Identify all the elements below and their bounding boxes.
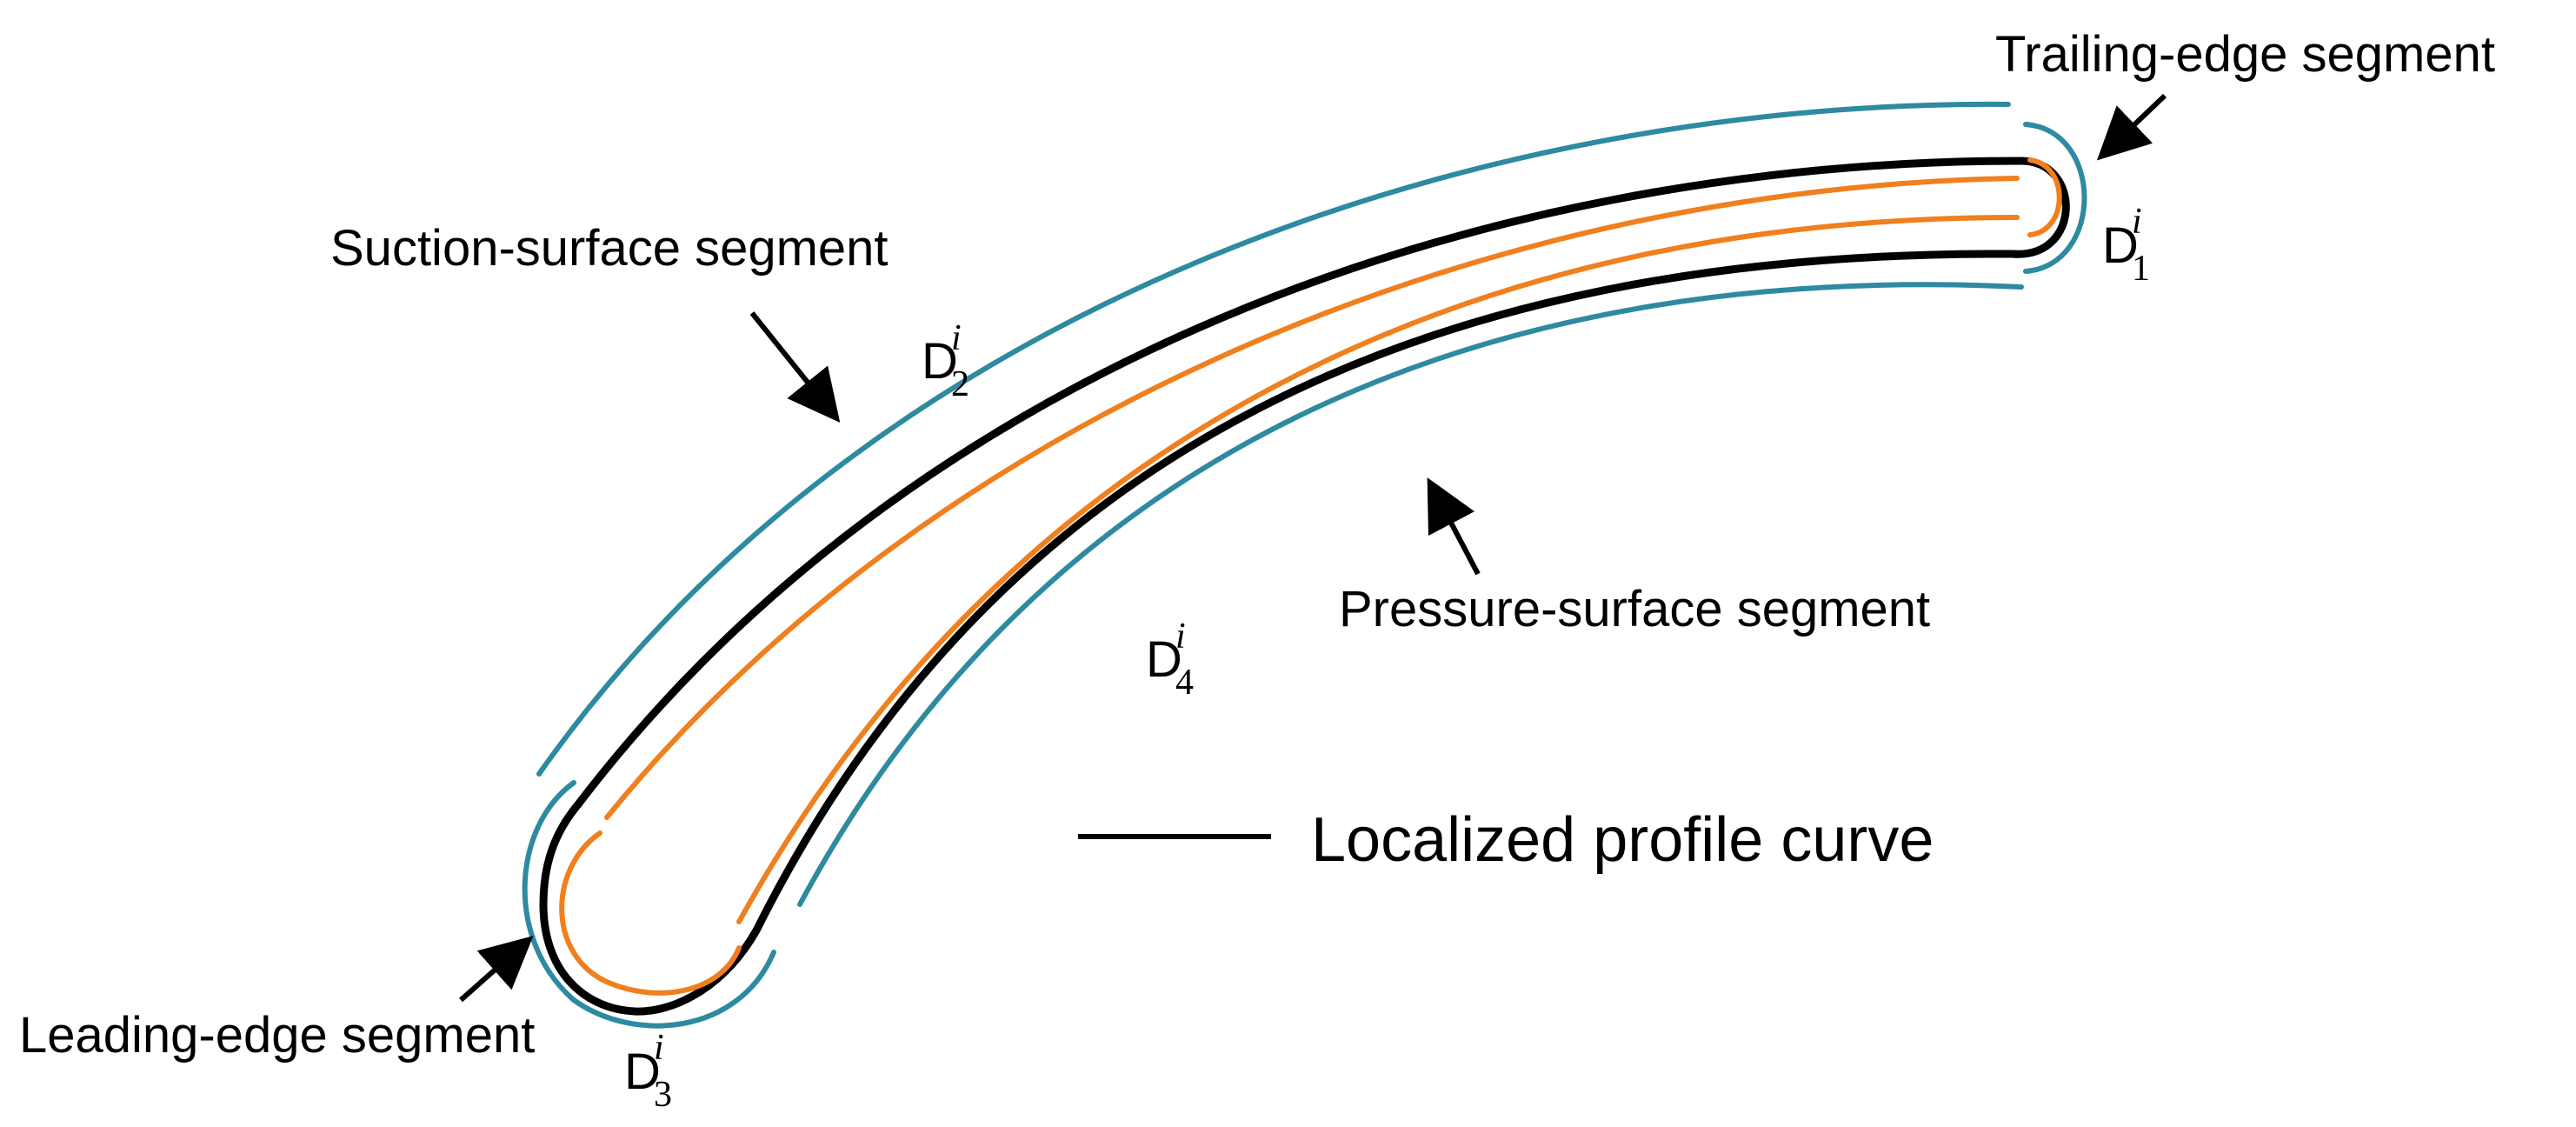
svg-text:i: i: [951, 318, 962, 358]
svg-text:2: 2: [951, 364, 969, 404]
pressure-surface-label: Pressure-surface segment: [1339, 581, 1930, 637]
suction-surface-outer-offset: [536, 101, 2011, 777]
legend-label: Localized profile curve: [1311, 805, 1934, 875]
pressure-surface-inner-offset: [736, 215, 2020, 924]
trailing-edge-label: Trailing-edge segment: [1995, 26, 2495, 83]
trailing-edge-arrow: [2096, 93, 2167, 161]
svg-text:i: i: [1175, 617, 1186, 657]
leading-edge-arrow: [459, 936, 534, 1003]
svg-text:D: D: [624, 1044, 661, 1100]
svg-text:3: 3: [654, 1075, 672, 1115]
svg-text:4: 4: [1175, 663, 1194, 703]
svg-text:D: D: [922, 333, 958, 390]
suction-surface-inner-offset: [604, 176, 2020, 820]
legend: Localized profile curve: [1078, 805, 1934, 875]
domain-d2-label: D i 2: [922, 318, 969, 404]
trailing-edge-inner-offset: [2027, 157, 2062, 237]
pressure-surface-outer-offset: [797, 282, 2024, 907]
domain-d3-label: D i 3: [624, 1028, 672, 1115]
svg-text:D: D: [1146, 631, 1182, 688]
suction-surface-arrow: [749, 311, 841, 423]
svg-text:i: i: [2132, 202, 2142, 242]
svg-text:i: i: [654, 1028, 664, 1068]
svg-text:D: D: [2102, 217, 2139, 274]
pressure-surface-arrow: [1427, 477, 1481, 576]
leading-edge-outer-offset: [522, 780, 776, 1029]
svg-text:1: 1: [2132, 249, 2150, 289]
domain-d1-label: D i 1: [2102, 202, 2150, 289]
leading-edge-inner-offset: [559, 830, 742, 996]
leading-edge-label: Leading-edge segment: [19, 1007, 535, 1064]
domain-d4-label: D i 4: [1146, 617, 1194, 703]
trailing-edge-outer-offset: [2023, 122, 2087, 274]
suction-surface-label: Suction-surface segment: [330, 220, 889, 277]
blade-profile-curve: [539, 157, 2070, 1016]
